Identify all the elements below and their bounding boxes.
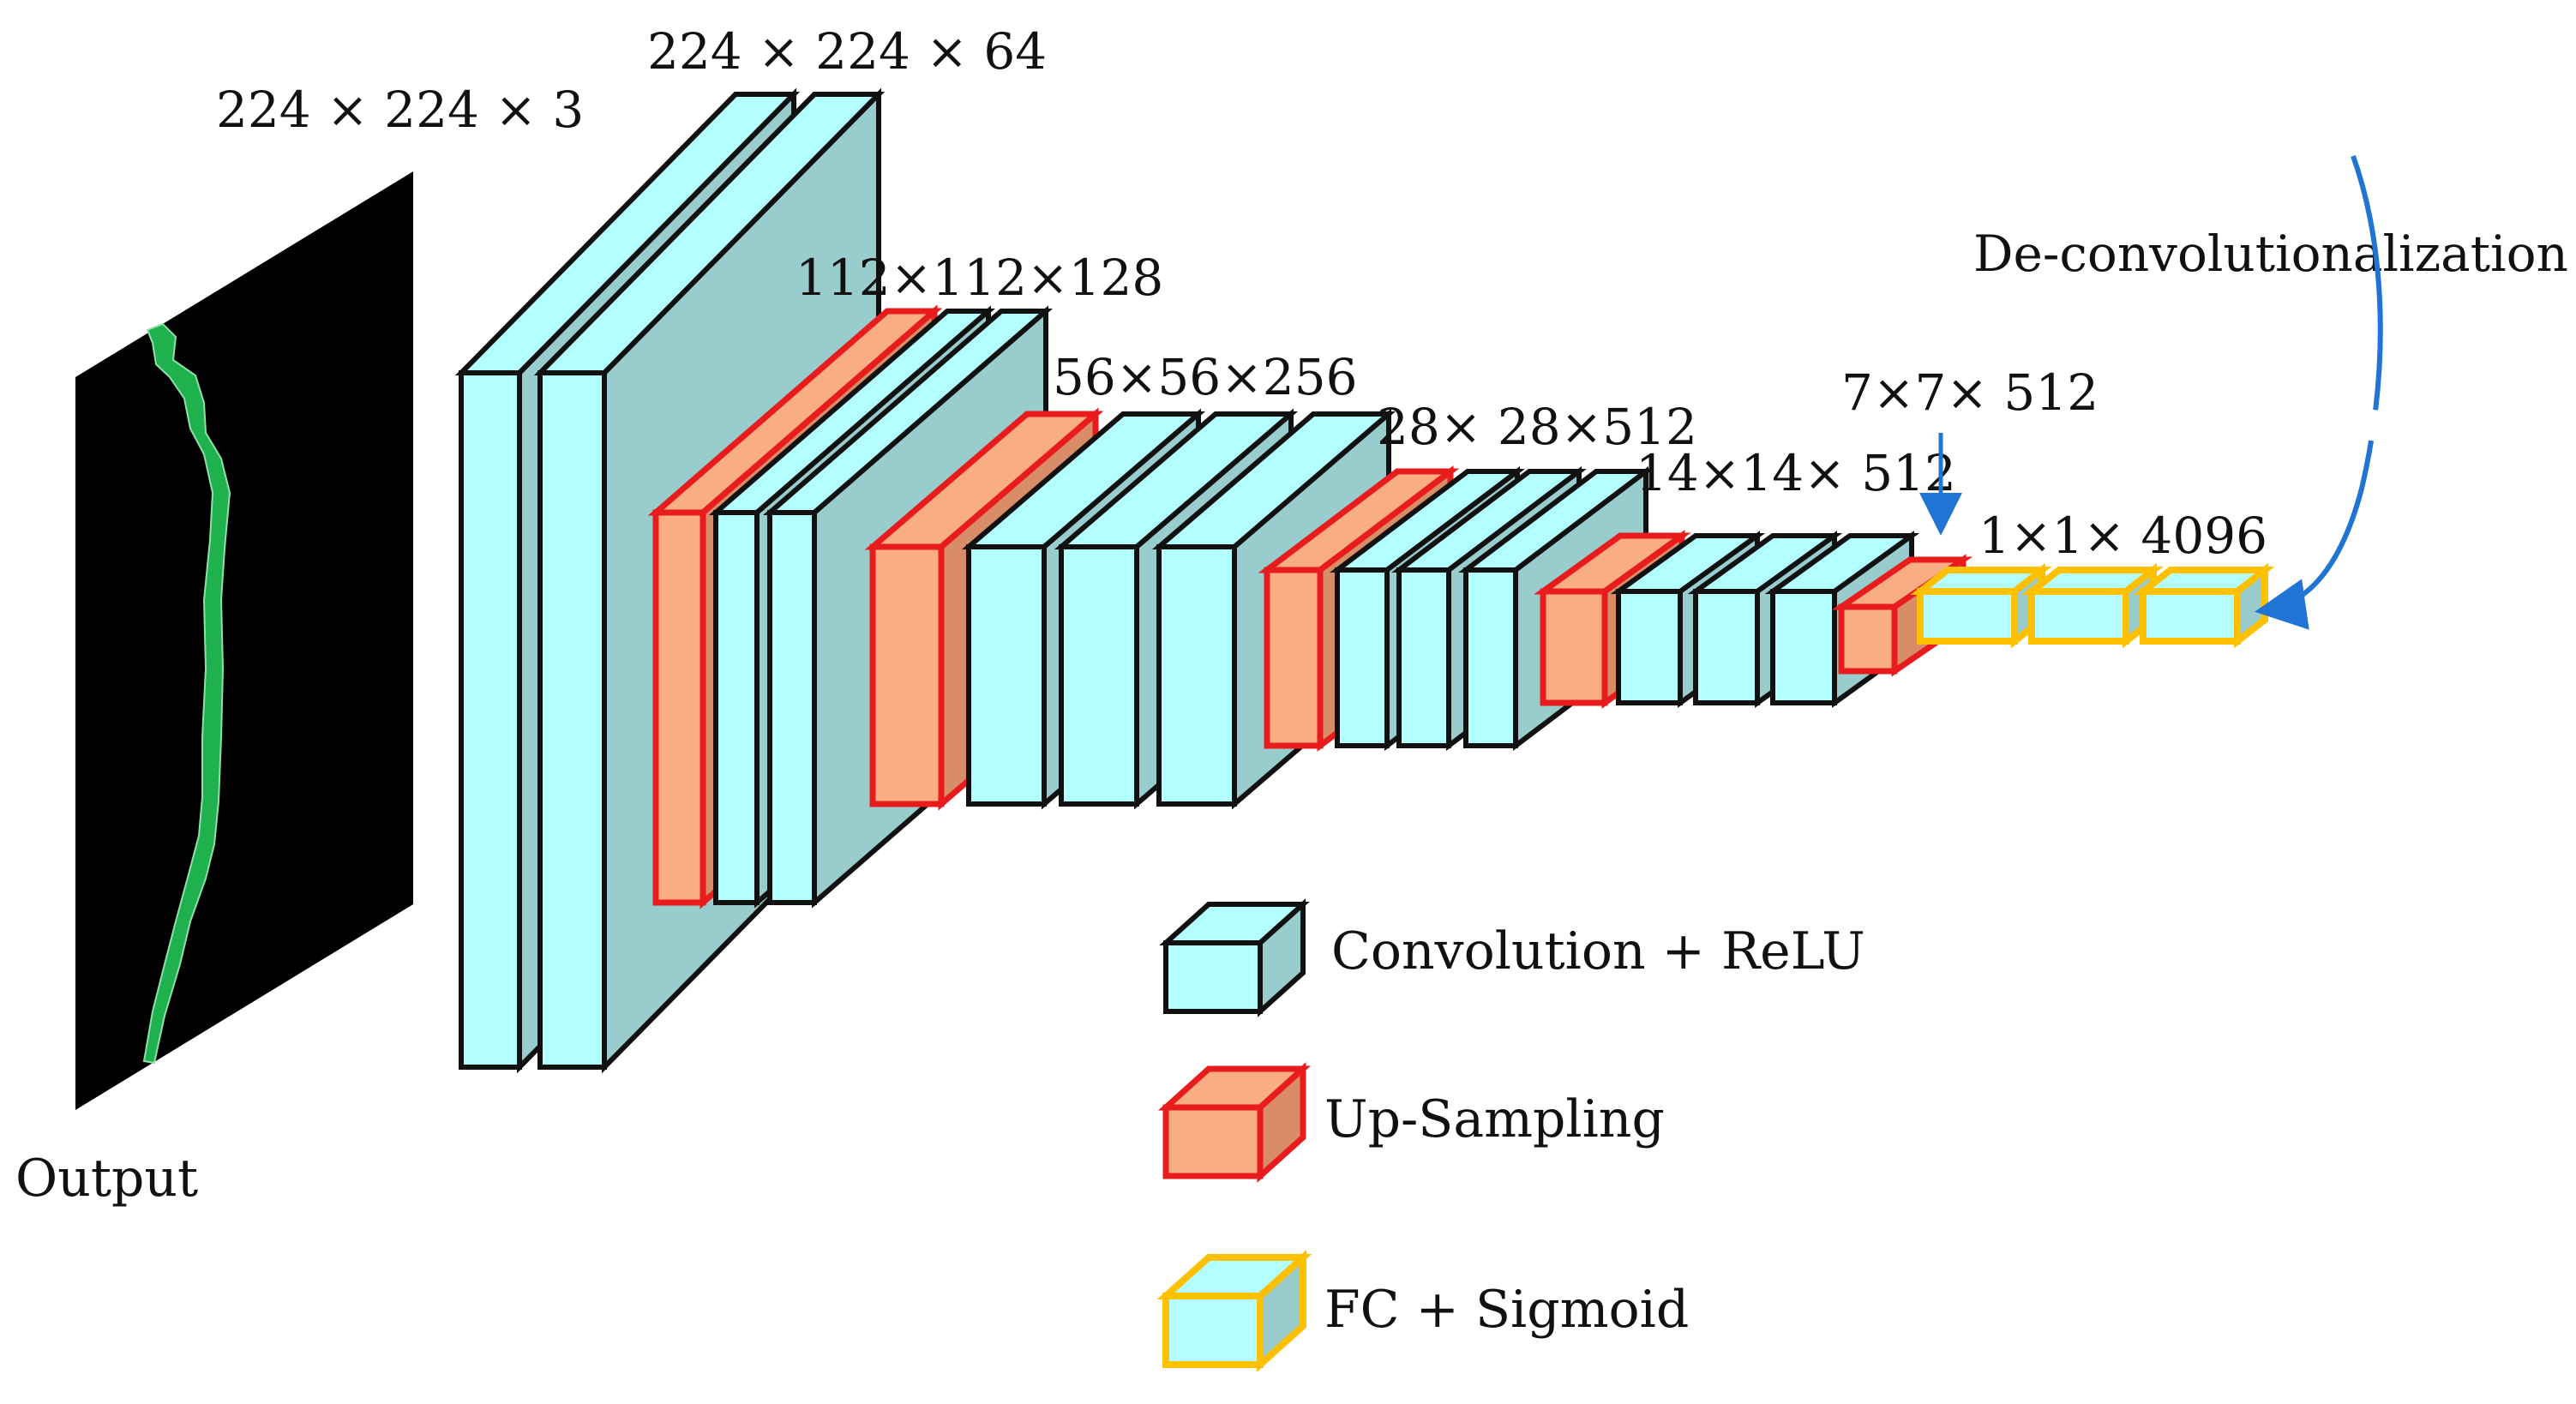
legend: Convolution + ReLU Up-Sampling FC + Sigm… xyxy=(1156,898,1865,1372)
legend-conv-swatch xyxy=(1159,898,1310,1017)
legend-up-label: Up-Sampling xyxy=(1324,1089,1665,1149)
legend-conv-label: Convolution + ReLU xyxy=(1331,921,1865,981)
dim-label-14x14x512: 14×14× 512 xyxy=(1636,444,1956,502)
stage-1x1x4096-fc-block-3 xyxy=(2133,562,2275,649)
annotation-label: De-convolutionalization xyxy=(1973,225,2568,283)
dim-label-224x224x64: 224 × 224 × 64 xyxy=(647,22,1047,81)
stage-1x1x4096-fc-block-2 xyxy=(2021,562,2164,649)
dim-label-56x56x256: 56×56×256 xyxy=(1053,348,1358,406)
dim-label-112x112x128: 112×112×128 xyxy=(796,249,1163,307)
network-blocks xyxy=(454,87,2275,1074)
output-image-panel xyxy=(75,171,413,1110)
stage-1x1x4096-fc-block-1 xyxy=(1910,562,2052,649)
crack-segmentation xyxy=(142,322,231,1065)
stage-28x28x512 xyxy=(1258,465,1654,753)
legend-fc-label: FC + Sigmoid xyxy=(1324,1280,1689,1340)
deconvolutionalization-annotation: De-convolutionalization xyxy=(1919,154,2568,630)
stage-56x56x256 xyxy=(864,407,1396,811)
output-label: Output xyxy=(15,1149,198,1209)
legend-up-swatch xyxy=(1157,1062,1312,1183)
stage-14x14x512 xyxy=(1534,530,1920,709)
annotation-arrow-curve xyxy=(2255,154,2383,630)
dim-label-224x224x3: 224 × 224 × 3 xyxy=(216,81,584,139)
dim-label-28x28x512: 28× 28×512 xyxy=(1377,398,1697,456)
legend-fc-swatch xyxy=(1156,1250,1312,1372)
dimension-labels: 224 × 224 × 3 224 × 224 × 64 112×112×128… xyxy=(216,22,2267,565)
dim-label-7x7x512: 7×7× 512 xyxy=(1841,363,2099,422)
stage-1x1x4096 xyxy=(1910,562,2275,649)
output-image xyxy=(75,171,413,1110)
dim-label-1x1x4096: 1×1× 4096 xyxy=(1979,507,2267,565)
